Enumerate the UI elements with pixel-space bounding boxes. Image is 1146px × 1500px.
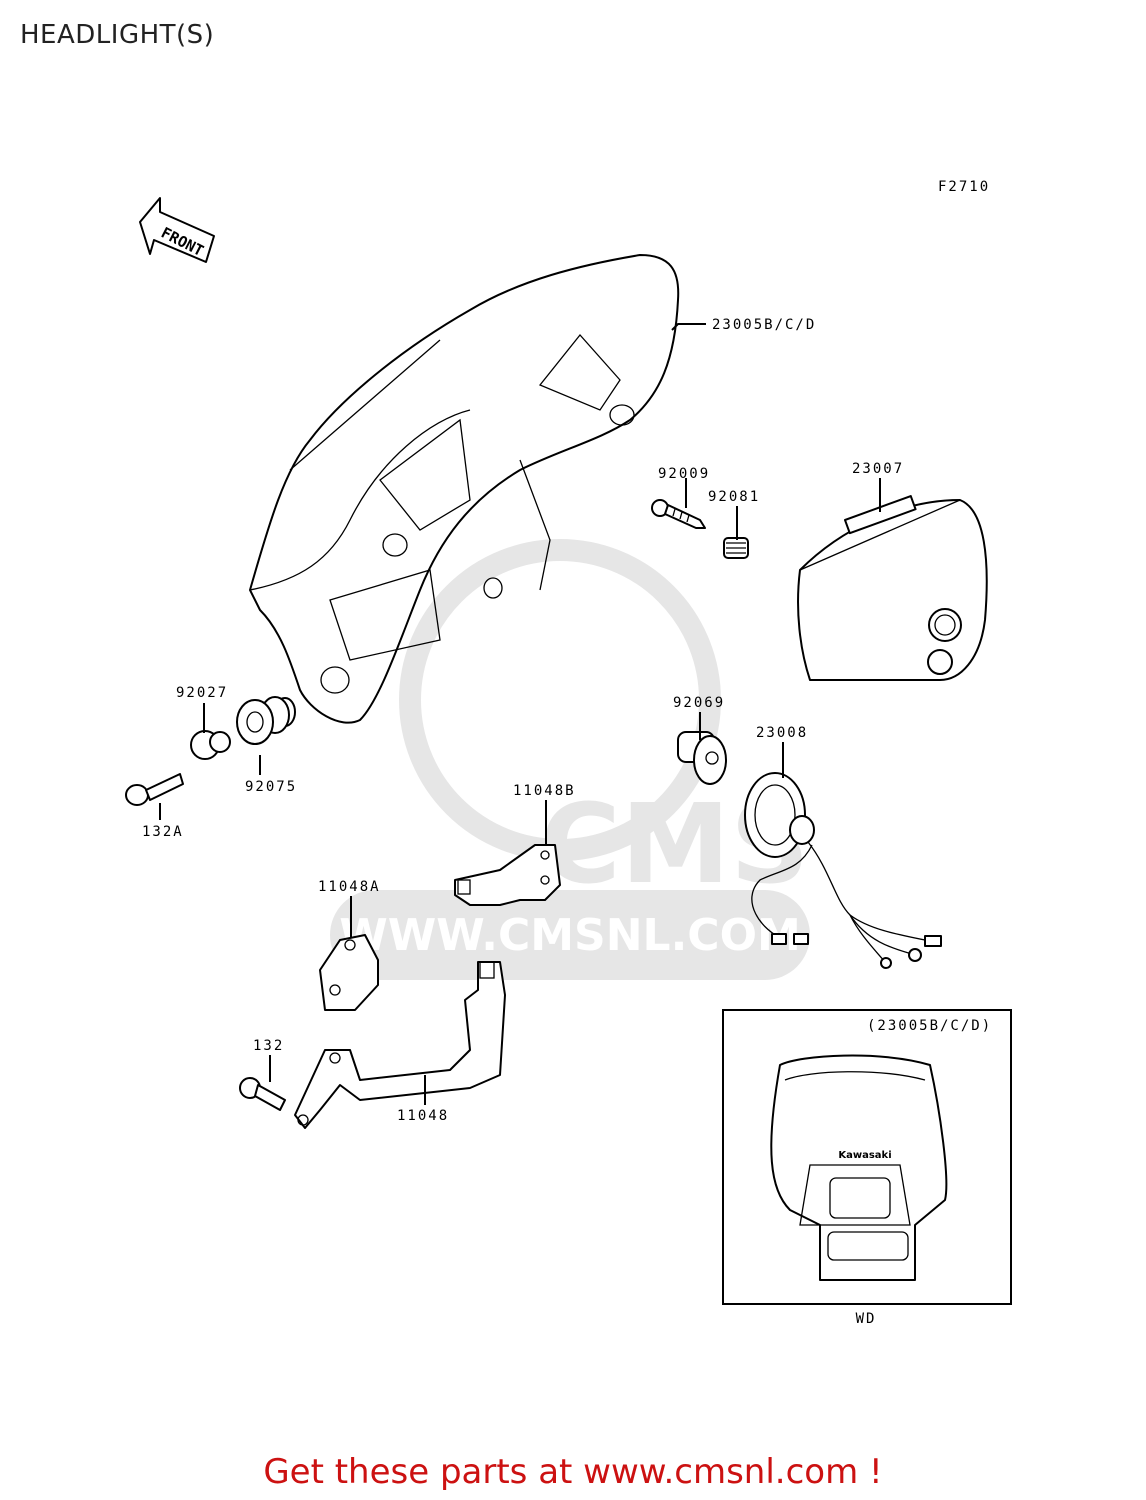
label-11048b: 11048B — [513, 783, 576, 799]
label-23007: 23007 — [852, 461, 904, 477]
bolt-132a — [125, 773, 184, 806]
label-11048a: 11048A — [318, 879, 381, 895]
headlight-cowl — [249, 254, 680, 724]
page-title: HEADLIGHT(S) — [20, 20, 215, 50]
label-92009: 92009 — [658, 466, 710, 482]
label-92027: 92027 — [176, 685, 228, 701]
bracket-11048 — [294, 961, 506, 1129]
inset-caption: WD — [856, 1311, 877, 1327]
inset-label: (23005B/C/D) — [867, 1018, 992, 1034]
collar-92027 — [190, 730, 231, 760]
inset-box: (23005B/C/D) Kawasaki WD — [722, 1009, 1012, 1327]
bolt-132 — [239, 1077, 286, 1111]
front-arrow-icon: FRONT — [139, 197, 215, 263]
figure-code: F2710 — [938, 179, 990, 195]
label-92081: 92081 — [708, 489, 760, 505]
inset-brand: Kawasaki — [838, 1150, 891, 1161]
label-92075: 92075 — [245, 779, 297, 795]
label-23005bcd: 23005B/C/D — [712, 317, 816, 333]
bracket-11048a — [319, 934, 379, 1011]
label-92069: 92069 — [673, 695, 725, 711]
watermark-text: WWW.CMSNL.COM — [339, 910, 801, 961]
bulb-92069 — [677, 731, 727, 785]
label-23008: 23008 — [756, 725, 808, 741]
leader-lines — [159, 323, 881, 1105]
grommet-92075 — [236, 696, 296, 745]
screw-92009 — [651, 499, 706, 529]
socket-23008 — [744, 772, 942, 969]
label-132a: 132A — [142, 824, 184, 840]
label-132: 132 — [253, 1038, 284, 1054]
label-11048: 11048 — [397, 1108, 449, 1124]
part-labels: 23005B/C/D 23007 92009 92081 92027 92075… — [142, 317, 904, 1124]
spring-92081 — [723, 537, 749, 559]
footer-link[interactable]: Get these parts at www.cmsnl.com ! — [263, 1452, 883, 1492]
headlight-unit — [797, 495, 988, 681]
bracket-11048b — [454, 844, 561, 906]
